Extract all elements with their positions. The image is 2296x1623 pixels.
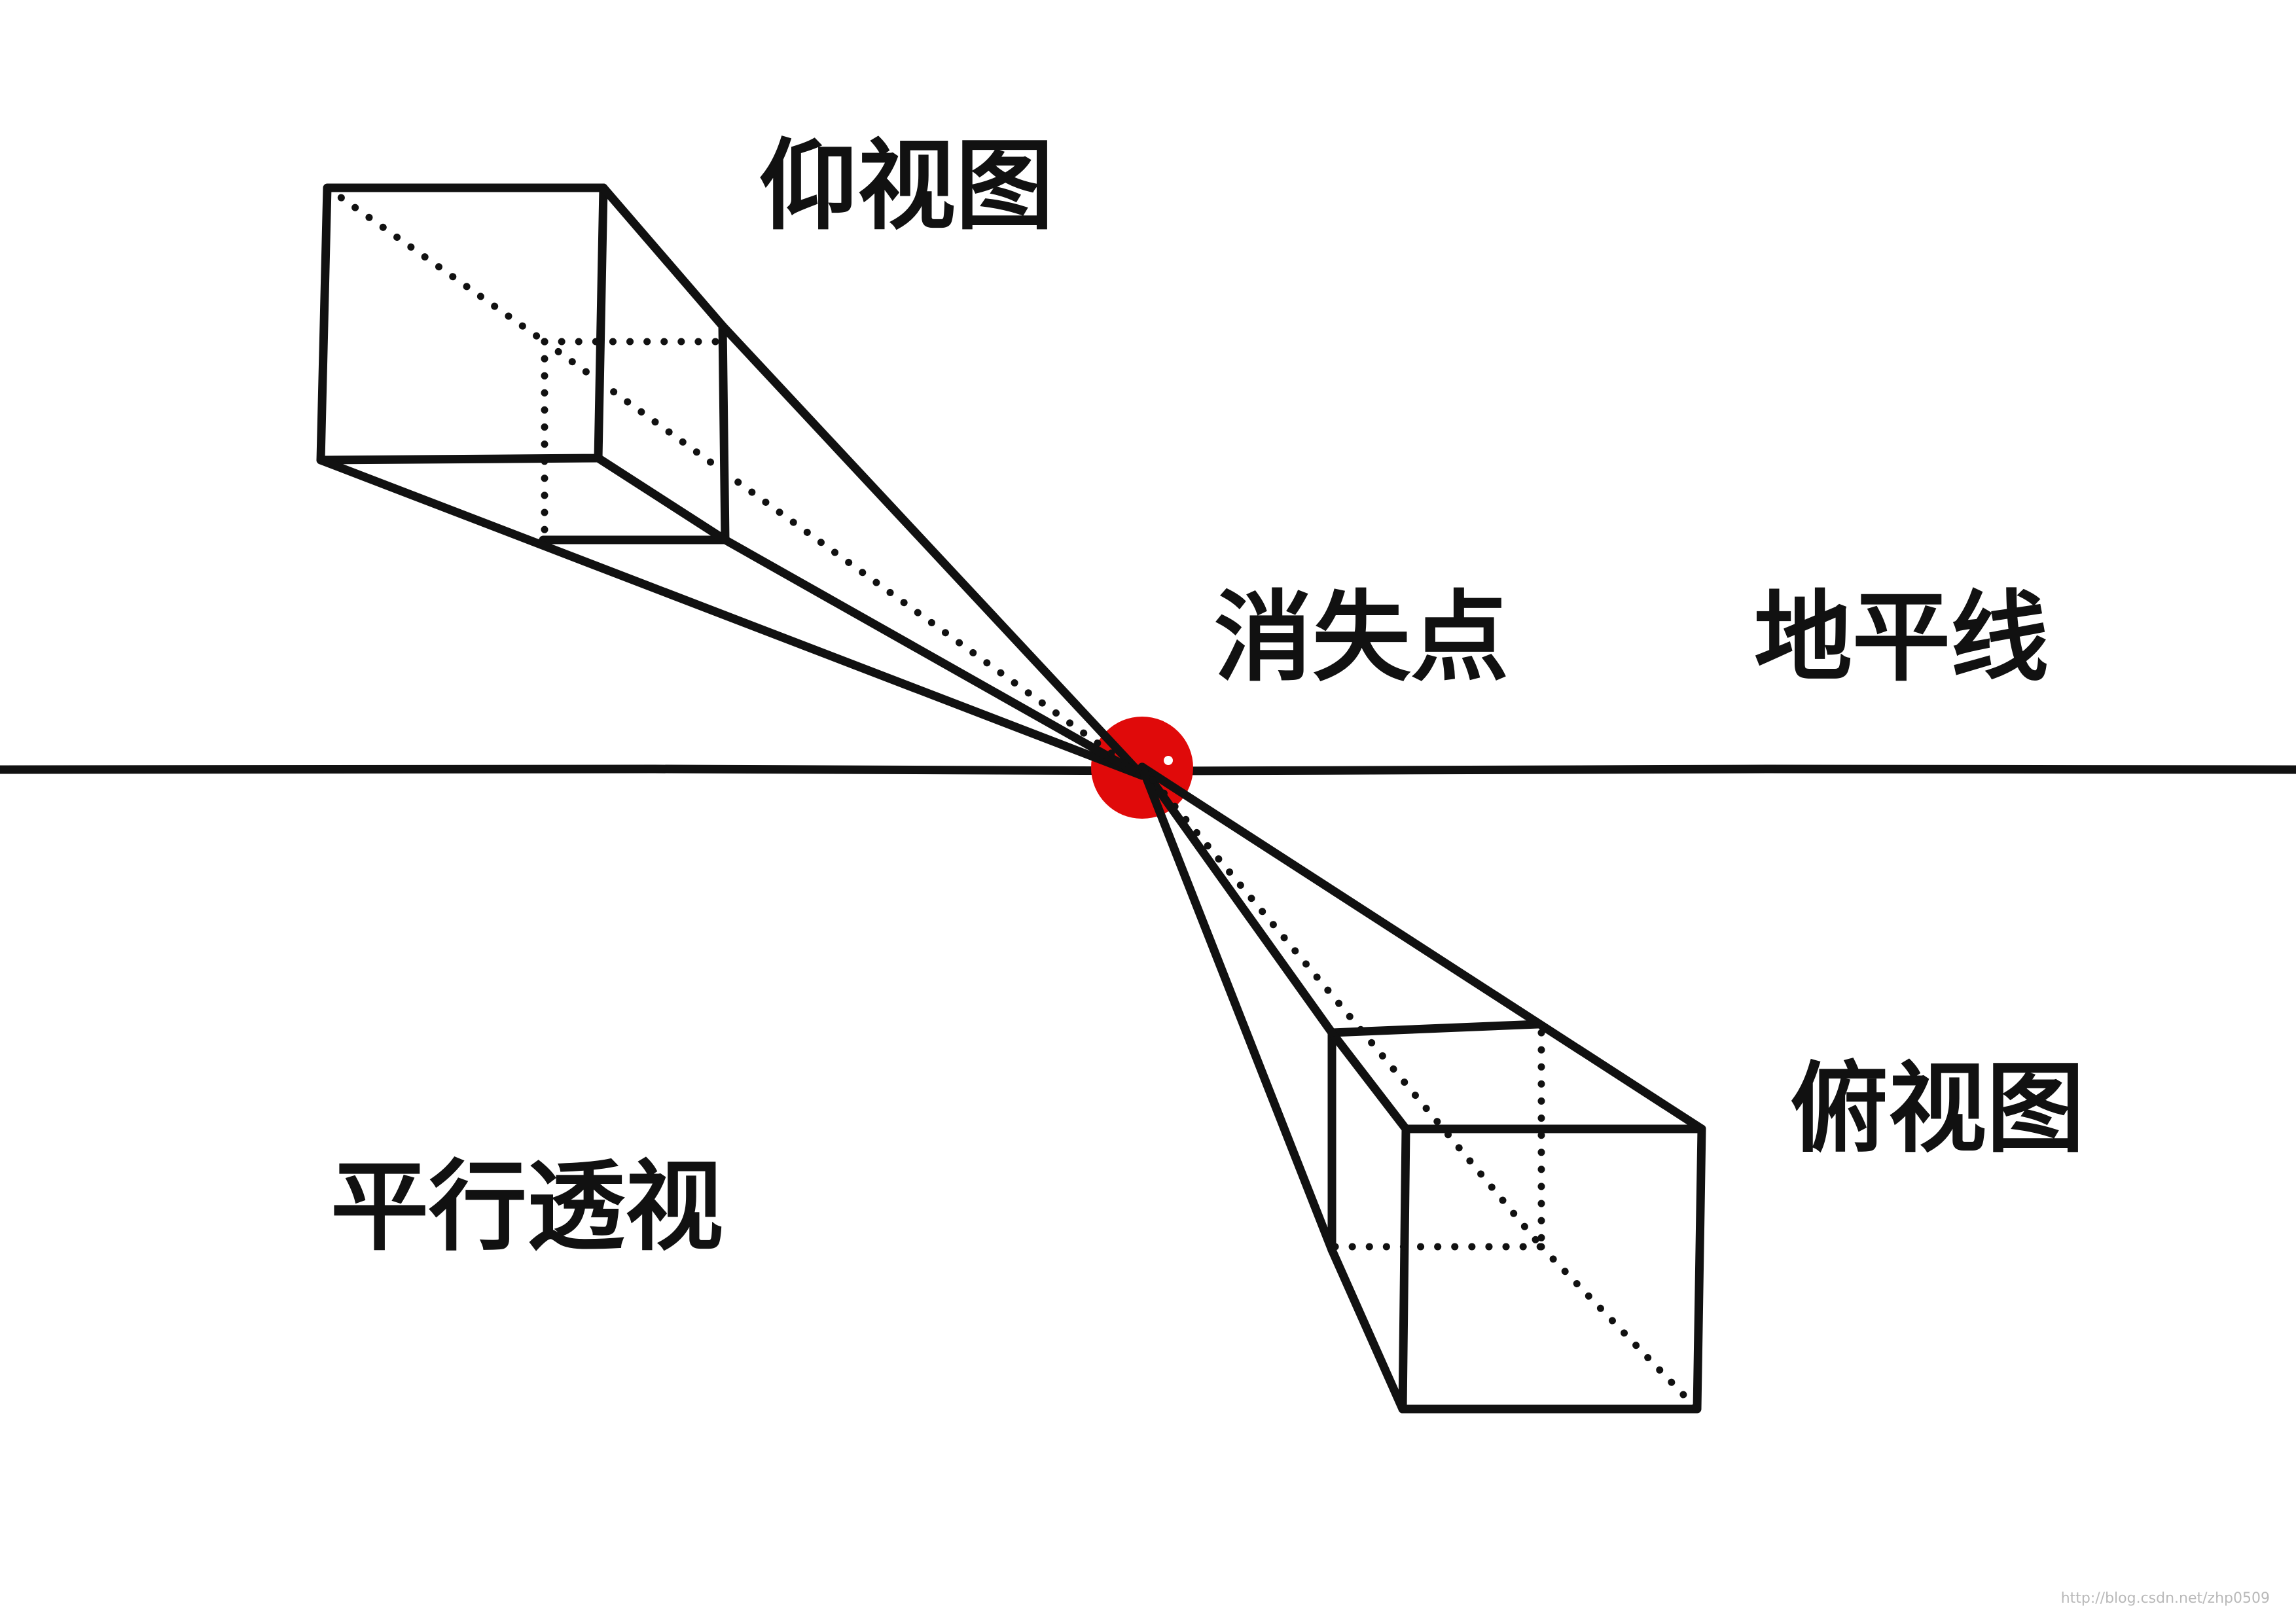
lower-cube-bottom-left-edge [1327, 1245, 1407, 1414]
lower-cube-front-face [1398, 1124, 1706, 1414]
lower-cube [1138, 762, 1706, 1414]
upper-cube-bottom-right-edge [594, 454, 730, 544]
lower-cube-hidden-diagonal-a [1138, 763, 1545, 1251]
parallel-perspective-label: 平行透视 [331, 1150, 724, 1264]
upper-cube-front-face [316, 183, 608, 465]
vanishing-point-label: 消失点 [1214, 581, 1509, 695]
lower-cube-converge-line-2 [1138, 762, 1336, 1037]
lower-cube-back-top-edge [1327, 1020, 1543, 1037]
vanishing-point-highlight [1164, 756, 1173, 765]
lower-cube-converge-line-3 [1138, 762, 1336, 1255]
upper-cube-converge-line-2 [316, 455, 1147, 780]
lower-cube-hidden-diagonal-b [1537, 1243, 1701, 1413]
upper-cube-back-right-edge [718, 321, 730, 544]
lower-cube-converge-line-1 [1138, 762, 1706, 1133]
upper-cube-top-right-edge [599, 183, 727, 330]
upward-view-label: 仰视图 [759, 130, 1054, 243]
horizon-label: 地平线 [1754, 581, 2049, 695]
watermark: http://blog.csdn.net/zhp0509 [2060, 1590, 2270, 1607]
downward-view-label: 俯视图 [1790, 1052, 2085, 1166]
upper-cube-converge-line-3 [721, 535, 1147, 780]
lower-cube-top-left-edge [1327, 1028, 1410, 1133]
upper-cube-hidden-edges [323, 184, 1146, 779]
upper-cube [316, 183, 1147, 780]
lower-cube-hidden-edges [1138, 763, 1701, 1413]
upper-cube-hidden-diagonal-a [323, 184, 548, 346]
upper-cube-converge-line-1 [718, 321, 1147, 780]
upper-cube-hidden-diagonal-b [541, 338, 1146, 779]
